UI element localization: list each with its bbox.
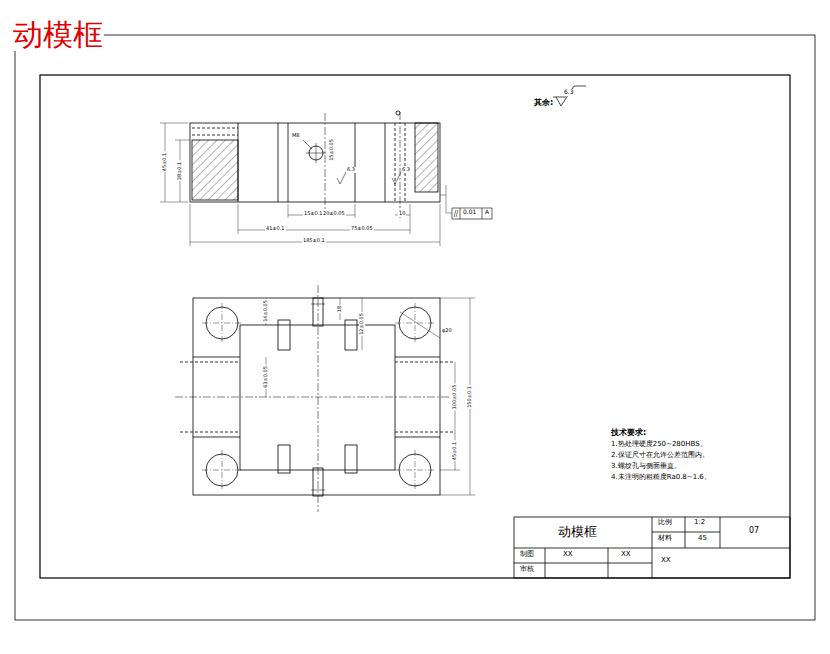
roughness-note: 其余: (533, 99, 554, 108)
dimension: 15±0.05 (329, 138, 335, 162)
roughness-value: 6.3 (401, 167, 411, 173)
dimension: 12±0.05 (359, 312, 365, 336)
dimension: 150±0.1 (467, 385, 473, 409)
dimension: 15±0.1 (303, 211, 324, 217)
requirements-heading: 技术要求: (610, 429, 647, 438)
datum-letter: A (484, 209, 490, 216)
table-cell: XX (562, 551, 574, 559)
dimension: 14±0.05 (263, 299, 269, 323)
requirement-note: 3.螺纹孔与侧面垂直。 (610, 463, 682, 471)
table-cell: 材料 (657, 535, 673, 543)
dimension: 45±0.1 (452, 441, 458, 462)
requirement-note: 1.热处理硬度250~280HBS。 (610, 441, 708, 449)
dimension: 100±0.05 (452, 384, 458, 411)
requirement-note: 2.保证尺寸在允许公差范围内。 (610, 452, 710, 460)
dimension: 41±0.1 (265, 226, 286, 232)
table-cell: 07 (748, 527, 760, 536)
table-cell: 制图 (519, 551, 535, 559)
table-cell: XX (660, 557, 672, 565)
dimension: 10 (398, 211, 406, 217)
table-cell: 45 (697, 535, 708, 543)
dimension: 75±0.05 (350, 226, 374, 232)
table-cell: 审核 (519, 566, 535, 574)
sheet-title: 动模框 (12, 18, 104, 51)
dimension: 18 (337, 305, 343, 313)
dimension: 185±0.1 (302, 238, 326, 244)
dimension: 45±0.1 (162, 152, 168, 173)
dimension: 20±0.05 (322, 211, 346, 217)
dimension: 38±0.1 (177, 161, 183, 182)
roughness-value: 6.3 (563, 89, 575, 96)
dimension: φ20 (441, 328, 453, 334)
roughness-value: 6.3 (346, 167, 356, 173)
tolerance-value: 0.01 (462, 209, 477, 216)
dimension: 63±0.05 (263, 365, 269, 389)
requirement-note: 4.未注明的粗糙度Ra0.8~1.6。 (610, 474, 712, 482)
thread-callout: M8 (291, 133, 301, 139)
part-name-cell: 动模框 (557, 525, 598, 539)
table-cell: XX (620, 551, 632, 559)
table-cell: 1:2 (693, 519, 706, 527)
table-cell: 比例 (657, 519, 673, 527)
